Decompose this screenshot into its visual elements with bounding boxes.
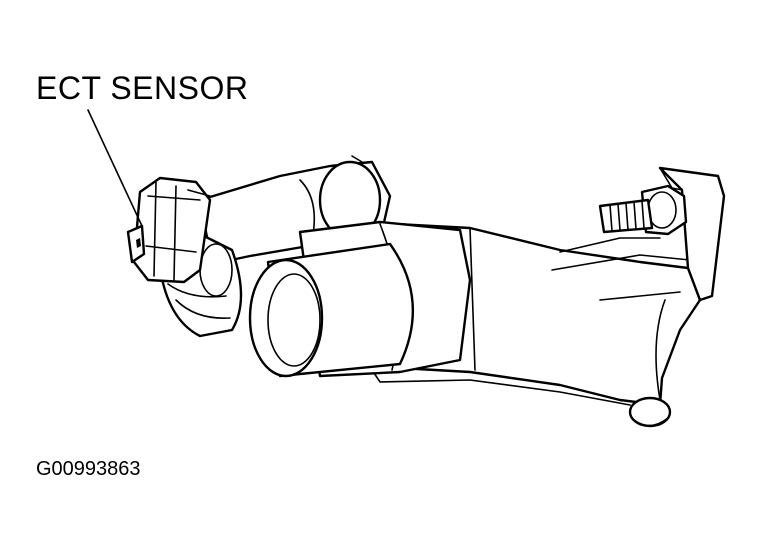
callout-leader-line	[87, 109, 143, 227]
outlet-pipe	[248, 242, 415, 378]
mounting-bracket	[640, 166, 726, 302]
ect-sensor	[126, 176, 212, 284]
figure-id: G00993863	[36, 458, 141, 480]
housing-foot	[628, 396, 672, 428]
threaded-stud	[598, 198, 654, 234]
ect-sensor-label: ECT SENSOR	[36, 70, 249, 106]
